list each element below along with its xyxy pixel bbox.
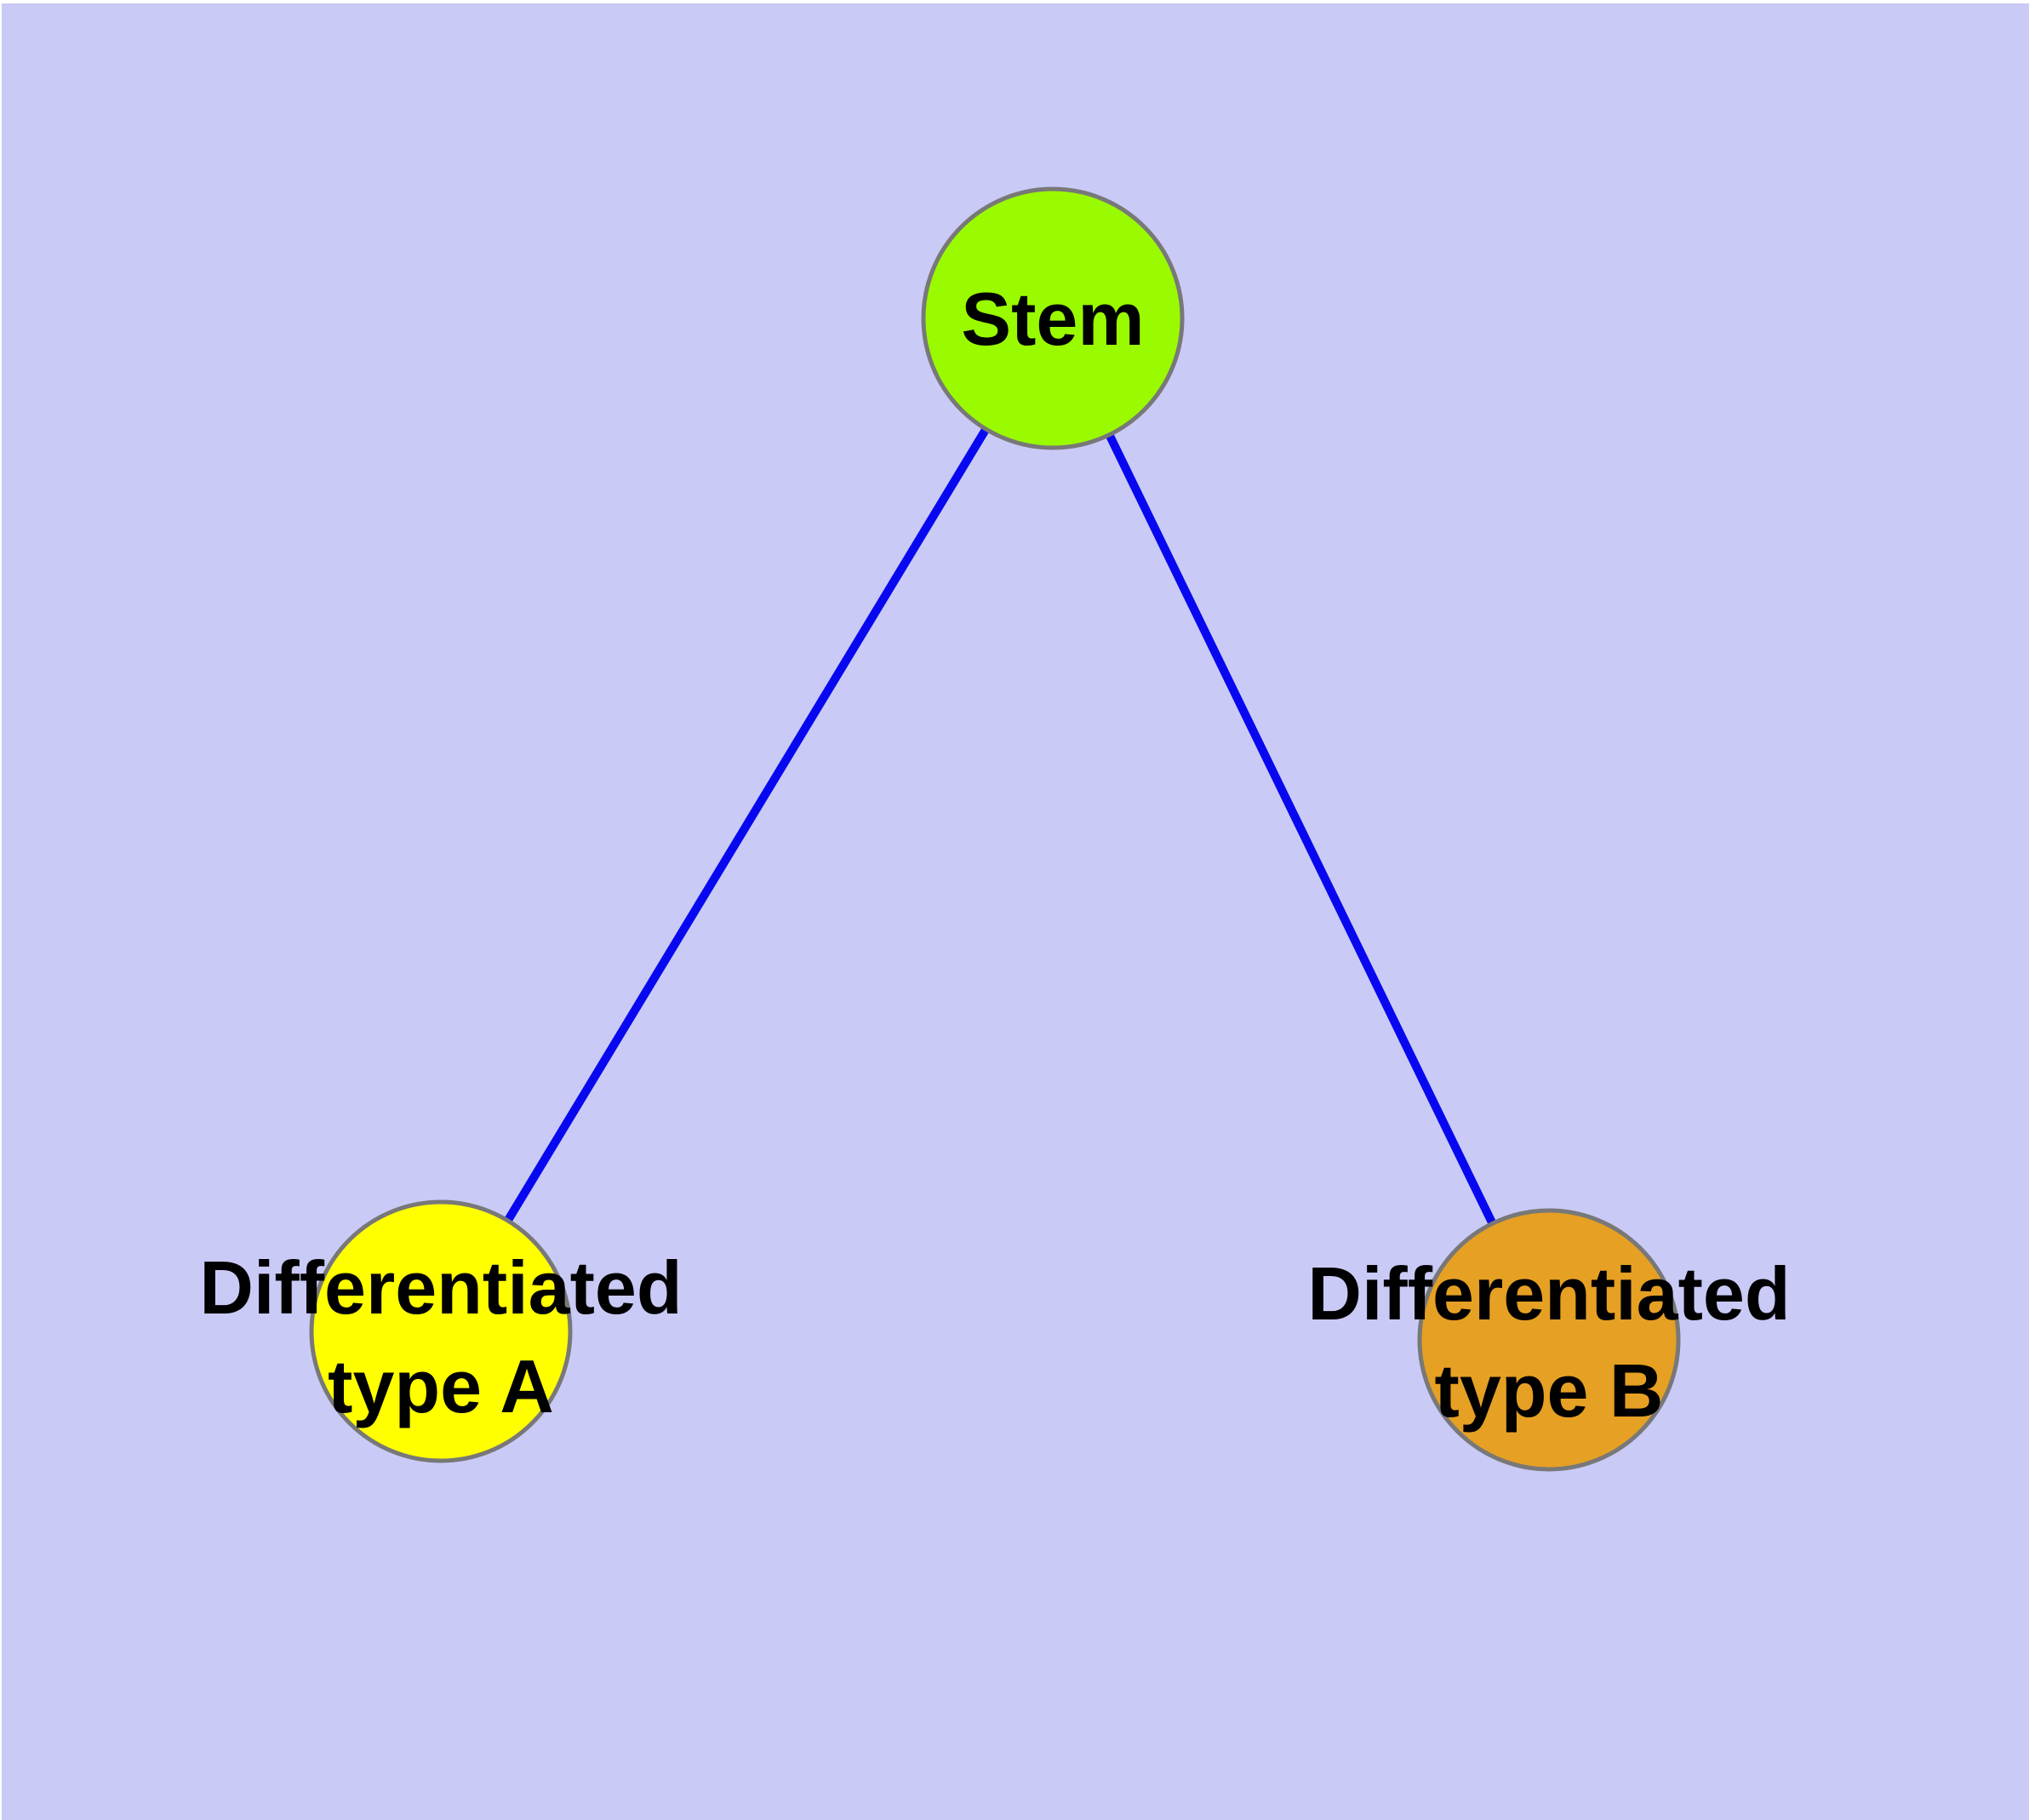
- node-differentiated-type-b-label-line2: type B: [1435, 1348, 1664, 1433]
- node-differentiated-type-b: Differentiated type B: [1307, 1208, 1791, 1472]
- node-differentiated-type-b-label-line1: Differentiated: [1307, 1251, 1790, 1336]
- node-stem: Stem: [921, 186, 1185, 450]
- edge-stem-to-type-b: [1049, 314, 1553, 1344]
- node-differentiated-type-a-label-line2: type A: [328, 1344, 554, 1428]
- node-differentiated-type-a-circle: [309, 1199, 573, 1463]
- node-differentiated-type-b-circle: [1417, 1208, 1681, 1472]
- node-stem-label: Stem: [961, 277, 1144, 361]
- node-differentiated-type-a: Differentiated type A: [199, 1199, 683, 1463]
- node-stem-circle: [921, 186, 1185, 450]
- edge-group: [437, 314, 1553, 1344]
- edge-stem-to-type-a: [437, 314, 1057, 1336]
- node-differentiated-type-a-label-line1: Differentiated: [199, 1245, 682, 1330]
